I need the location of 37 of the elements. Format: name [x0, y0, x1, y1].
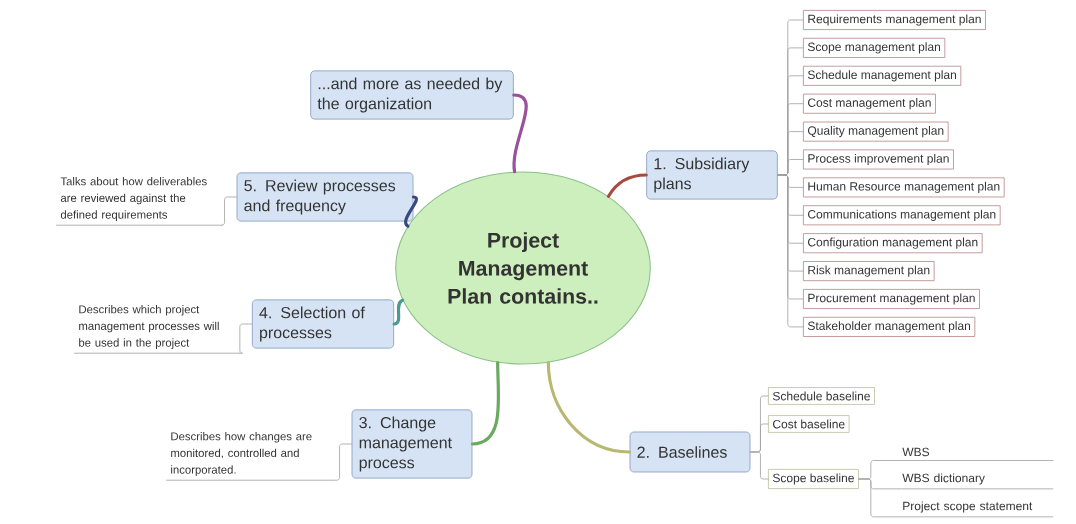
subtopic-box: Schedule baseline: [768, 387, 875, 405]
connector-line: [239, 323, 253, 354]
topic-box: 1. Subsidiary plans: [646, 150, 778, 200]
note-text: Describes which project management processes will be used in the project: [73, 305, 241, 354]
subtopic-box: Process improvement plan: [803, 149, 954, 170]
connector-line: [392, 298, 405, 326]
connector-line: [858, 478, 899, 518]
note-text: Describes how changes are monitored, controlled and incorporated.: [165, 432, 333, 481]
subtopic-box: Scope baseline: [768, 469, 859, 489]
subtopic-box: Requirements management plan: [803, 10, 986, 30]
topic-box: 4. Selection of processes: [251, 299, 395, 349]
topic-box: 3. Change management process: [351, 409, 473, 479]
connector-line: [546, 361, 632, 454]
connector-line: [750, 451, 769, 480]
connector-line: [404, 195, 418, 228]
subtopic-box: Communications management plan: [803, 205, 1001, 226]
connector-line: [777, 174, 804, 328]
subtopic-box: Cost baseline: [768, 415, 850, 433]
topic-box: ...and more as needed by the organization: [310, 70, 514, 120]
subtopic-box: Quality management plan: [803, 121, 949, 142]
subtopic-box: Configuration management plan: [803, 233, 983, 254]
subtopic-text: Project scope statement: [897, 501, 1054, 518]
topic-box: 2. Baselines: [629, 431, 751, 473]
subtopic-box: Risk management plan: [803, 261, 935, 282]
connector-line: [470, 361, 501, 446]
subtopic-box: Schedule management plan: [803, 65, 962, 86]
subtopic-box: Stakeholder management plan: [803, 316, 976, 337]
subtopic-box: Scope management plan: [803, 37, 946, 58]
subtopic-text: WBS dictionary: [897, 473, 1054, 490]
subtopic-text: WBS: [897, 447, 1054, 461]
connector-line: [606, 173, 648, 198]
connector-line: [512, 93, 528, 174]
subtopic-box: Procurement management plan: [803, 289, 980, 309]
topic-box: 5. Review processes and frequency: [236, 172, 414, 222]
note-text: Talks about how deliverables are reviewed against the defined requirements: [55, 177, 223, 226]
subtopic-box: Cost management plan: [803, 93, 936, 114]
subtopic-box: Human Resource management plan: [803, 177, 1005, 198]
